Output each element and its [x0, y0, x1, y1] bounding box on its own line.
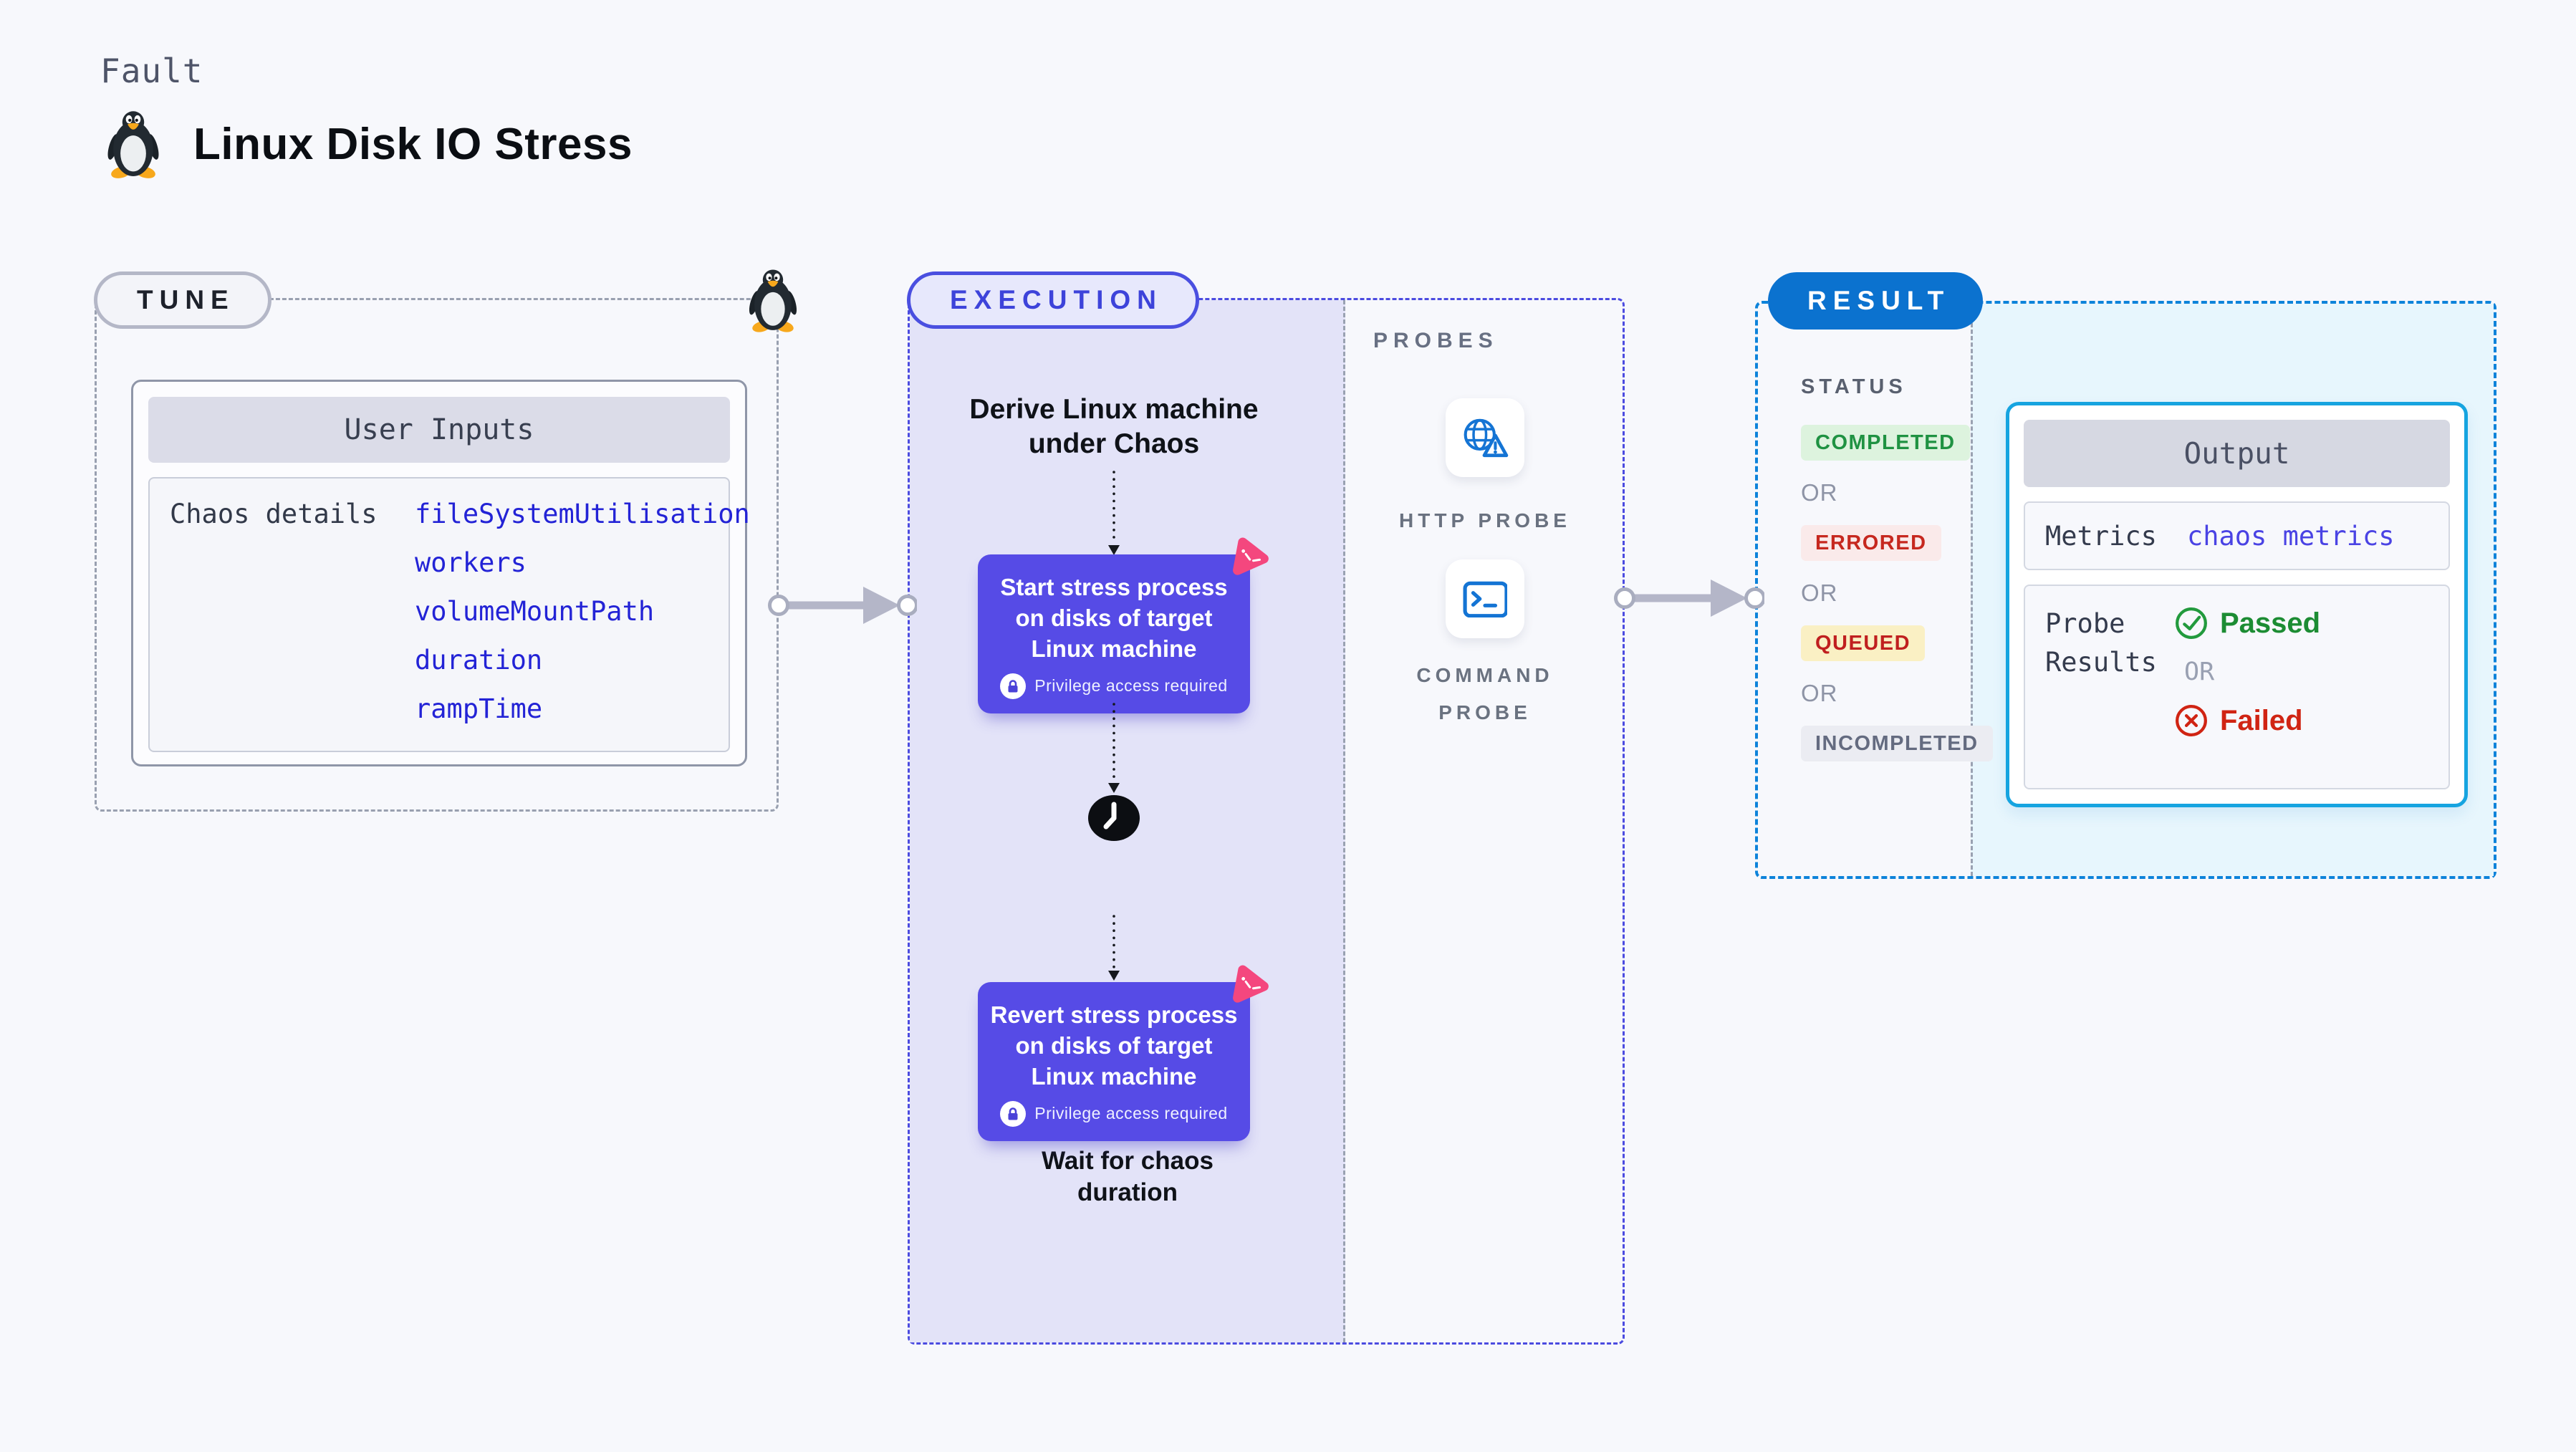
privilege-note-text: Privilege access required	[1034, 676, 1228, 696]
user-inputs-card: User Inputs Chaos details fileSystemUtil…	[131, 380, 750, 766]
chaos-input-link[interactable]: rampTime	[415, 693, 543, 724]
check-circle-icon	[2174, 606, 2209, 640]
execution-section: EXECUTION Derive Linux machine under Cha…	[907, 271, 1625, 1345]
start-stress-node: Start stress process on disks of target …	[978, 554, 1250, 713]
tune-section: TUNE User Inputs Chaos details fileSyste…	[94, 269, 799, 812]
lock-icon	[1000, 673, 1027, 699]
probe-outcomes: Passed OR Failed	[2174, 605, 2428, 769]
metrics-label: Metrics	[2045, 520, 2157, 552]
start-stress-label: Start stress process on disks of target …	[1000, 574, 1228, 662]
or-separator: OR	[1801, 580, 1838, 606]
output-card: Output Metrics chaos metrics Probe Resul…	[2006, 402, 2468, 807]
privilege-note: Privilege access required	[986, 1100, 1241, 1127]
chaos-metrics-link[interactable]: chaos metrics	[2186, 520, 2395, 552]
tune-to-execution-arrow	[768, 587, 917, 624]
probe-outcome-passed: Passed	[2174, 606, 2428, 640]
clock-icon	[1087, 794, 1141, 843]
probe-results-row: Probe Results Passed OR Failed	[2024, 585, 2450, 789]
result-label-pill: RESULT	[1768, 272, 1984, 330]
chaos-input-link[interactable]: workers	[415, 547, 527, 578]
fault-eyebrow: Fault	[100, 52, 203, 90]
command-probe-card	[1446, 559, 1524, 638]
page-title: Linux Disk IO Stress	[193, 119, 633, 169]
revert-stress-label: Revert stress process on disks of target…	[990, 1001, 1238, 1090]
title-row: Linux Disk IO Stress	[105, 109, 633, 179]
execution-label: EXECUTION	[950, 285, 1163, 314]
derive-step-title: Derive Linux machine under Chaos	[969, 394, 1259, 459]
chaos-input-link[interactable]: duration	[415, 645, 543, 675]
lock-icon	[1000, 1100, 1027, 1127]
wait-step-title: Wait for chaos duration	[1042, 1147, 1213, 1206]
probe-outcome-failed: Failed	[2174, 703, 2428, 738]
passed-label: Passed	[2220, 607, 2321, 639]
execution-label-pill: EXECUTION	[907, 271, 1199, 329]
metrics-row: Metrics chaos metrics	[2024, 501, 2450, 570]
result-section: RESULT STATUS COMPLETED OR ERRORED OR QU…	[1755, 272, 2496, 879]
status-badge-errored: ERRORED	[1801, 525, 1941, 561]
status-badge-completed: COMPLETED	[1801, 425, 1970, 461]
http-probe-label: HTTP PROBE	[1399, 509, 1571, 532]
x-circle-icon	[2174, 703, 2209, 738]
flow-connector-arrow	[1108, 703, 1120, 793]
http-probe-card	[1446, 398, 1524, 477]
status-column: STATUS COMPLETED OR ERRORED OR QUEUED OR…	[1801, 375, 1993, 780]
chaos-input-link[interactable]: fileSystemUtilisation	[415, 499, 750, 529]
command-probe-icon	[1463, 580, 1507, 617]
privilege-note: Privilege access required	[986, 673, 1241, 699]
or-separator: OR	[1801, 479, 1838, 506]
probes-label: PROBES	[1373, 329, 1499, 352]
flow-connector-arrow	[1108, 915, 1120, 981]
linux-tux-icon	[105, 111, 161, 179]
output-card-title: Output	[2024, 420, 2450, 487]
chaos-inputs-list: fileSystemUtilisation workers volumeMoun…	[415, 499, 750, 742]
http-probe-icon	[1461, 416, 1509, 459]
probes-panel: PROBES HTTP PROBE COMMAND PROBE	[1347, 300, 1623, 1342]
chaos-input-link[interactable]: volumeMountPath	[415, 596, 655, 627]
or-separator: OR	[2184, 658, 2215, 686]
failed-label: Failed	[2220, 704, 2303, 736]
status-badge-incompleted: INCOMPLETED	[1801, 726, 1993, 761]
litmus-chaos-icon	[1224, 961, 1270, 1006]
chaos-details-label: Chaos details	[170, 499, 378, 529]
status-badge-queued: QUEUED	[1801, 625, 1926, 661]
user-inputs-body: Chaos details fileSystemUtilisation work…	[148, 477, 750, 752]
flow-connector-arrow	[1108, 471, 1120, 555]
result-label: RESULT	[1807, 286, 1951, 315]
privilege-note-text: Privilege access required	[1034, 1104, 1228, 1123]
litmus-chaos-icon	[1224, 533, 1270, 579]
status-label: STATUS	[1801, 375, 1907, 398]
revert-stress-node: Revert stress process on disks of target…	[978, 982, 1250, 1141]
or-separator: OR	[1801, 680, 1838, 706]
probe-results-label: Probe Results	[2045, 608, 2157, 678]
execution-flow: Derive Linux machine under Chaos Start s…	[910, 300, 1345, 1342]
tune-label: TUNE	[137, 285, 235, 314]
command-probe-label: COMMAND PROBE	[1416, 664, 1554, 723]
tune-label-pill: TUNE	[94, 271, 271, 329]
user-inputs-header: User Inputs	[148, 397, 730, 463]
linux-tux-icon	[747, 269, 799, 333]
execution-to-result-arrow	[1614, 580, 1764, 617]
